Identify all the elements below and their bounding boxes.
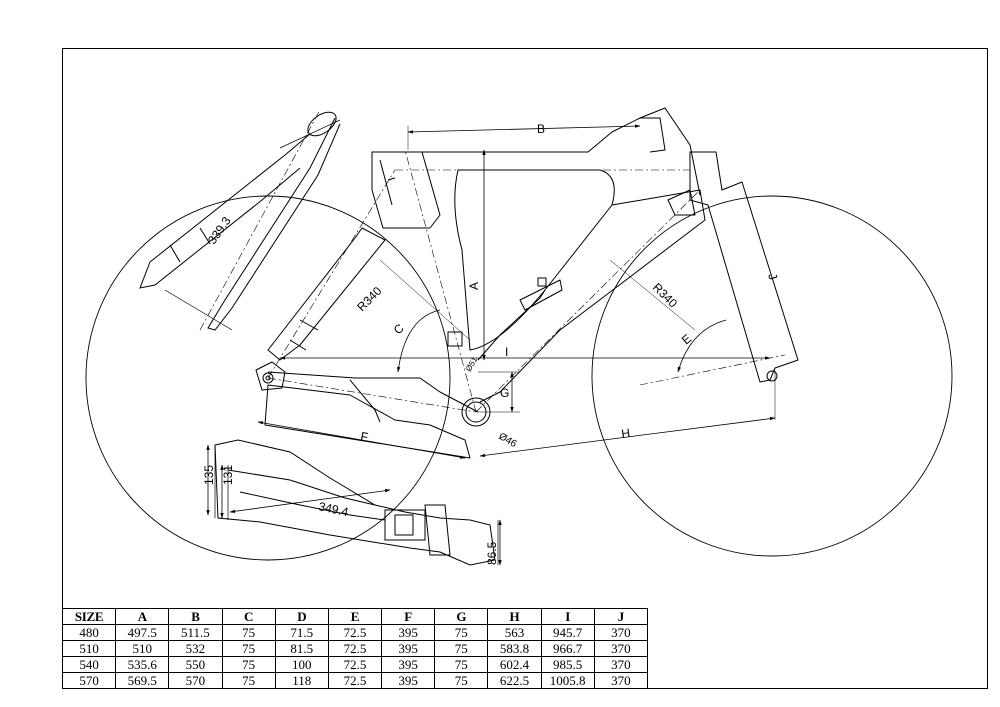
- label-H: H: [620, 426, 631, 441]
- col-header: SIZE: [61, 608, 117, 625]
- table-cell: 72.5: [327, 672, 383, 689]
- table-cell: 570: [168, 672, 223, 689]
- col-header: J: [593, 608, 649, 625]
- table-cell: 395: [381, 672, 436, 689]
- label-C: C: [391, 321, 407, 338]
- table-cell: 75: [434, 624, 489, 641]
- label-l339: 339.3: [205, 214, 234, 247]
- table-cell: 75: [434, 656, 489, 673]
- label-r340-rear: R340: [354, 284, 384, 314]
- label-A: A: [467, 282, 481, 290]
- table-cell: 511.5: [168, 624, 223, 641]
- table-cell: 510: [61, 640, 117, 657]
- table-cell: 72.5: [327, 624, 383, 641]
- label-B: B: [537, 122, 545, 136]
- table-cell: 480: [61, 624, 117, 641]
- label-v135: 135: [202, 465, 216, 485]
- col-header: A: [115, 608, 170, 625]
- table-cell: 395: [381, 640, 436, 657]
- label-E: E: [679, 331, 694, 347]
- table-header-row: SIZE A B C D E F G H I J: [61, 608, 649, 625]
- table-cell: 370: [593, 656, 649, 673]
- table-cell: 985.5: [540, 656, 595, 673]
- table-cell: 81.5: [274, 640, 329, 657]
- label-I: I: [505, 345, 508, 359]
- col-header: I: [540, 608, 595, 625]
- table-cell: 100: [274, 656, 329, 673]
- front-wheel-circle: [591, 195, 953, 557]
- dimension-lines: [206, 124, 776, 566]
- table-cell: 75: [434, 672, 489, 689]
- geometry-table: SIZE A B C D E F G H I J 480 497.5 511.5…: [61, 608, 649, 689]
- dimension-labels: B A I C E F G H J R340 R340 Ø46 Ø51 339.…: [202, 122, 780, 565]
- label-d46: Ø46: [497, 431, 519, 450]
- table-cell: 72.5: [327, 656, 383, 673]
- table-cell: 370: [593, 624, 649, 641]
- col-header: H: [487, 608, 542, 625]
- table-cell: 570: [61, 672, 117, 689]
- table-cell: 1005.8: [540, 672, 595, 689]
- col-header: D: [274, 608, 329, 625]
- label-F: F: [359, 429, 369, 444]
- table-row: 540 535.6 550 75 100 72.5 395 75 602.4 9…: [61, 656, 649, 673]
- table-cell: 395: [381, 656, 436, 673]
- table-cell: 945.7: [540, 624, 595, 641]
- rear-wheel-circle: [85, 195, 451, 561]
- label-v131: 131: [221, 465, 235, 485]
- stem-drawing: [214, 439, 499, 566]
- table-cell: 71.5: [274, 624, 329, 641]
- table-cell: 966.7: [540, 640, 595, 657]
- table-cell: 395: [381, 624, 436, 641]
- label-G: G: [500, 386, 509, 400]
- label-l349: 349.4: [317, 499, 350, 519]
- table-row: 480 497.5 511.5 75 71.5 72.5 395 75 563 …: [61, 624, 649, 641]
- table-cell: 370: [593, 672, 649, 689]
- table-cell: 583.8: [487, 640, 542, 657]
- table-cell: 75: [221, 624, 276, 641]
- label-J: J: [765, 272, 780, 282]
- col-header: F: [381, 608, 436, 625]
- table-cell: 497.5: [115, 624, 170, 641]
- table-cell: 75: [221, 672, 276, 689]
- table-cell: 75: [221, 656, 276, 673]
- col-header: G: [434, 608, 489, 625]
- seatpost-drawing: [139, 111, 341, 331]
- table-row: 570 569.5 570 75 118 72.5 395 75 622.5 1…: [61, 672, 649, 689]
- table-cell: 535.6: [115, 656, 170, 673]
- frame-outline: [255, 107, 799, 459]
- table-row: 510 510 532 75 81.5 72.5 395 75 583.8 96…: [61, 640, 649, 657]
- table-cell: 370: [593, 640, 649, 657]
- table-cell: 75: [434, 640, 489, 657]
- centerlines: [199, 109, 786, 413]
- drawing-border: [62, 48, 988, 689]
- label-r340-front: R340: [650, 280, 680, 310]
- table-cell: 75: [221, 640, 276, 657]
- table-cell: 602.4: [487, 656, 542, 673]
- table-cell: 540: [61, 656, 117, 673]
- table-cell: 532: [168, 640, 223, 657]
- table-cell: 510: [115, 640, 170, 657]
- table-cell: 72.5: [327, 640, 383, 657]
- table-cell: 118: [274, 672, 329, 689]
- label-v86: 86.5: [485, 541, 499, 565]
- col-header: E: [327, 608, 383, 625]
- col-header: B: [168, 608, 223, 625]
- table-cell: 563: [487, 624, 542, 641]
- table-cell: 569.5: [115, 672, 170, 689]
- col-header: C: [221, 608, 276, 625]
- table-cell: 622.5: [487, 672, 542, 689]
- table-cell: 550: [168, 656, 223, 673]
